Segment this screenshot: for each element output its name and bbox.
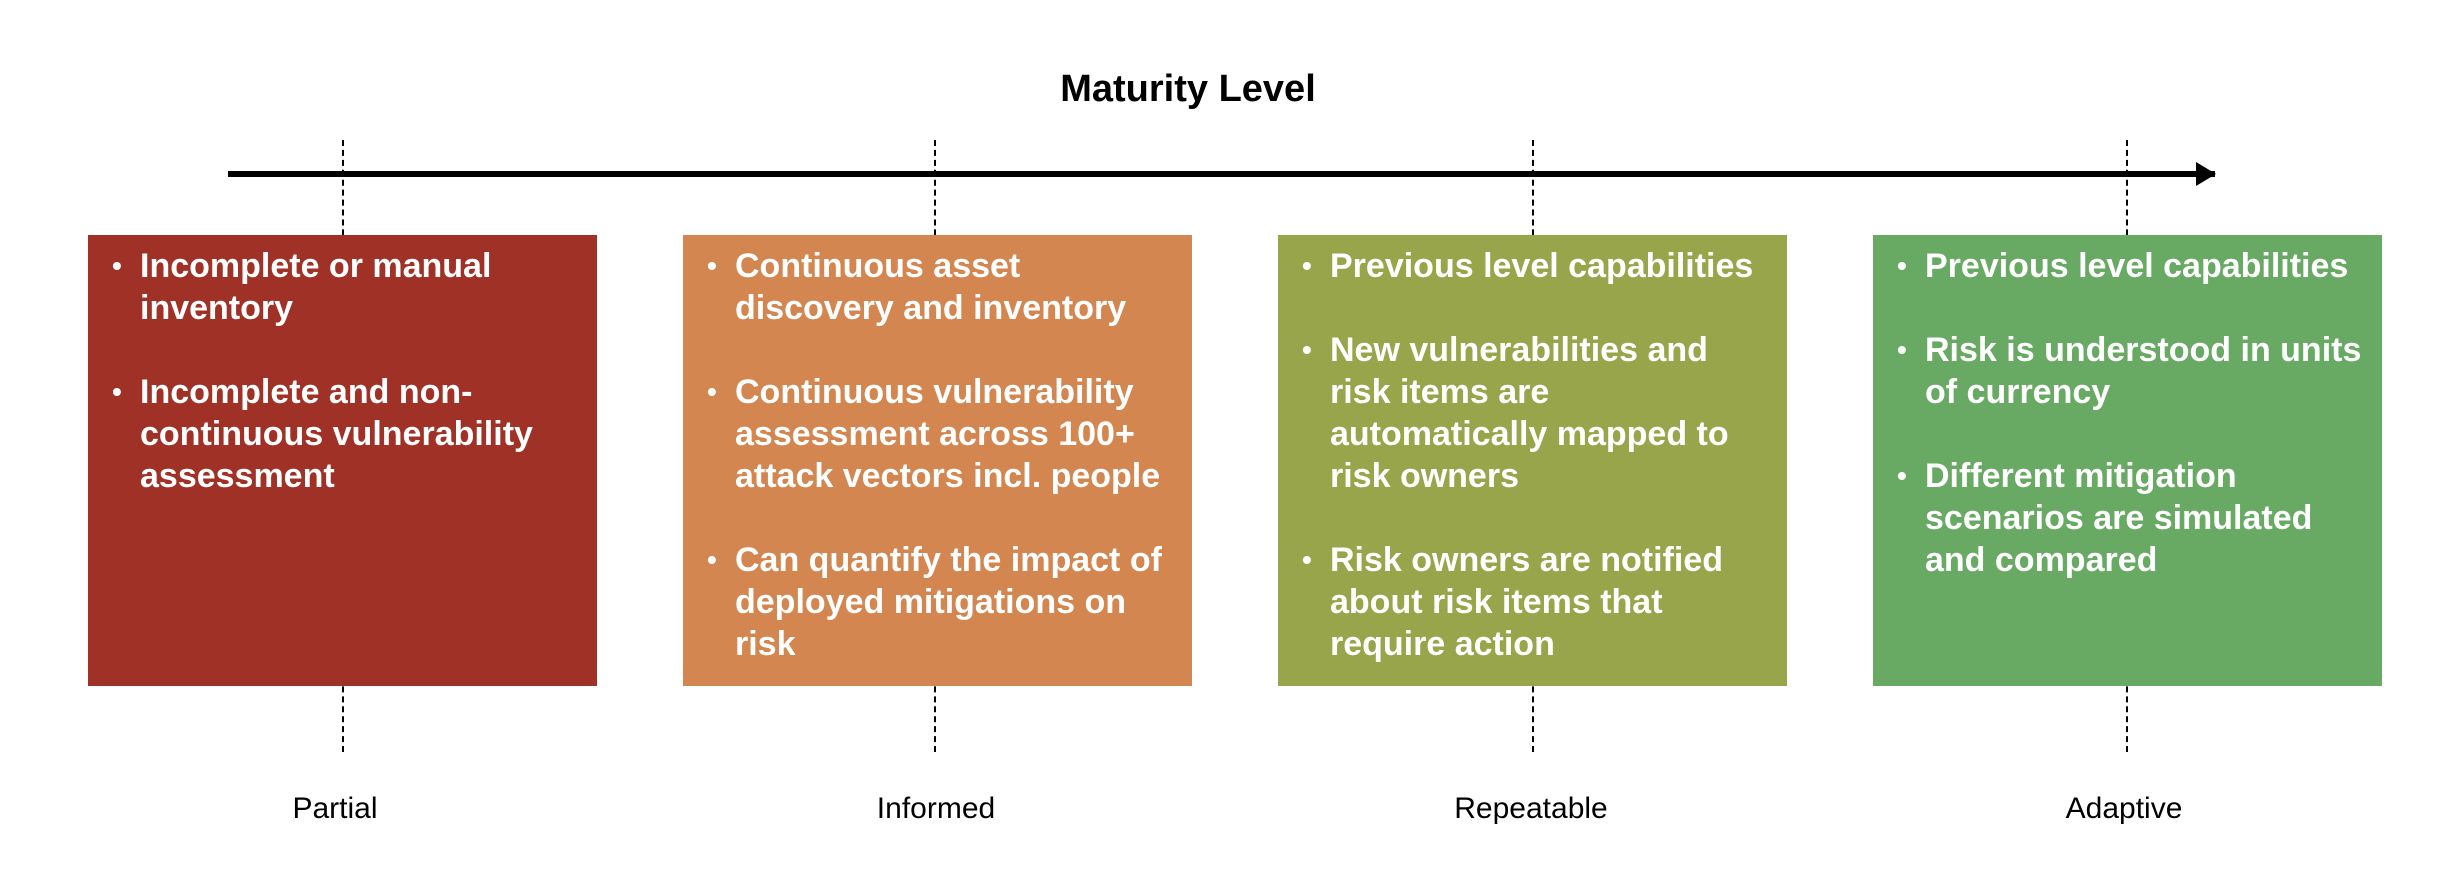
level-box-informed: Continuous asset discovery and inventory…	[683, 235, 1192, 686]
capability-item: Previous level capabilities	[1294, 245, 1773, 287]
level-box-adaptive: Previous level capabilities Risk is unde…	[1873, 235, 2382, 686]
diagram-title: Maturity Level	[1060, 68, 1316, 110]
capability-item: Continuous vulnerability assessment acro…	[699, 371, 1178, 497]
capability-list: Continuous asset discovery and inventory…	[699, 245, 1178, 665]
level-label-partial: Partial	[292, 792, 378, 825]
capability-item: Risk is understood in units of currency	[1889, 329, 2368, 413]
capability-item: Previous level capabilities	[1889, 245, 2368, 287]
capability-item: New vulnerabilities and risk items are a…	[1294, 329, 1773, 497]
capability-item: Incomplete and non-continuous vulnerabil…	[104, 371, 583, 497]
maturity-axis-line	[228, 171, 2215, 177]
capability-list: Incomplete or manual inventory Incomplet…	[104, 245, 583, 497]
capability-item: Continuous asset discovery and inventory	[699, 245, 1178, 329]
capability-item: Incomplete or manual inventory	[104, 245, 583, 329]
capability-list: Previous level capabilities Risk is unde…	[1889, 245, 2368, 581]
capability-list: Previous level capabilities New vulnerab…	[1294, 245, 1773, 665]
capability-item: Can quantify the impact of deployed miti…	[699, 539, 1178, 665]
level-label-informed: Informed	[876, 792, 996, 825]
maturity-axis-arrowhead	[2196, 162, 2216, 186]
level-box-repeatable: Previous level capabilities New vulnerab…	[1278, 235, 1787, 686]
level-label-repeatable: Repeatable	[1454, 792, 1608, 825]
capability-item: Different mitigation scenarios are simul…	[1889, 455, 2368, 581]
capability-item: Risk owners are notified about risk item…	[1294, 539, 1773, 665]
level-box-partial: Incomplete or manual inventory Incomplet…	[88, 235, 597, 686]
level-label-adaptive: Adaptive	[2065, 792, 2183, 825]
